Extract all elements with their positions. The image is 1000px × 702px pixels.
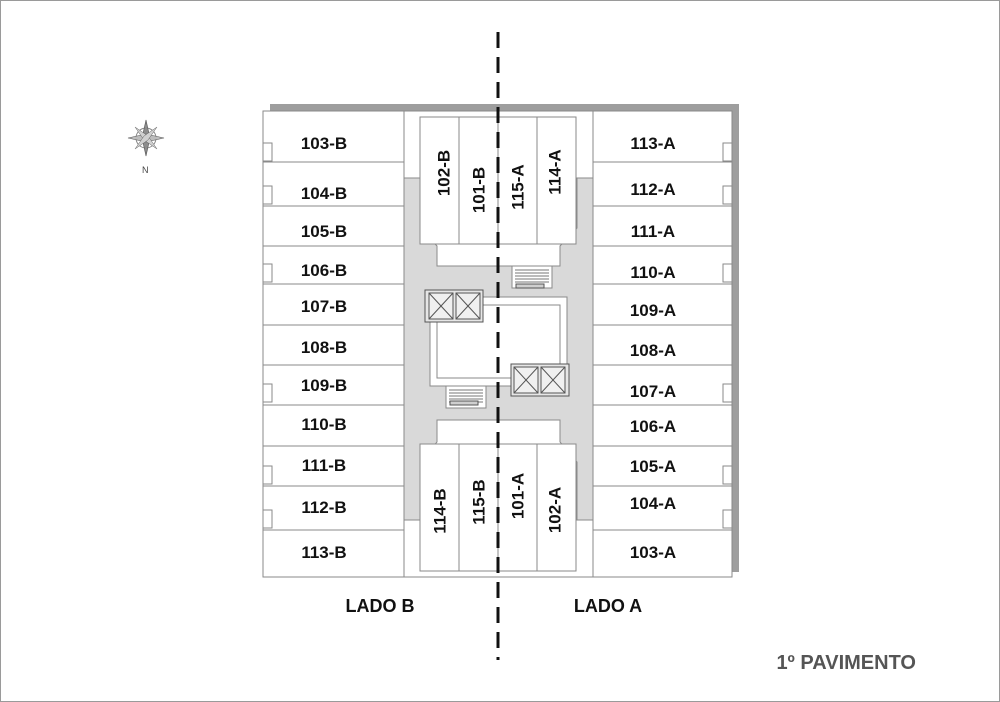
unit-label: 112-B (301, 498, 346, 517)
unit-label: 109-A (630, 301, 676, 320)
unit-label: 115-A (508, 164, 527, 209)
side-label-left: LADO B (346, 596, 415, 616)
unit-label: 110-B (301, 415, 346, 434)
unit-label: 102-B (434, 150, 453, 196)
unit-label: 111-A (631, 222, 675, 241)
unit-label: 104-A (630, 494, 676, 513)
unit-label: 110-A (630, 263, 675, 282)
unit-label: 101-A (508, 473, 527, 519)
unit-label: 107-B (301, 297, 347, 316)
lado-b-units (262, 111, 405, 577)
elevator-group-a (510, 363, 570, 397)
top-inner-units (419, 116, 577, 245)
stairs-a (511, 265, 553, 289)
unit-label: 106-A (630, 417, 676, 436)
lado-b-labels: 103-B 104-B 105-B 106-B 107-B 108-B 109-… (301, 134, 347, 562)
unit-label: 114-B (430, 488, 449, 533)
lado-a-units (592, 111, 733, 577)
unit-label: 108-A (630, 341, 676, 360)
unit-label: 109-B (301, 376, 347, 395)
unit-label: 111-B (302, 456, 346, 475)
unit-label: 102-A (545, 487, 564, 533)
unit-label: 114-A (545, 149, 564, 194)
unit-label: 105-A (630, 457, 676, 476)
unit-label: 105-B (301, 222, 347, 241)
top-inner-labels: 102-B 101-B 115-A 114-A (434, 149, 564, 213)
unit-label: 106-B (301, 261, 347, 280)
unit-label: 115-B (469, 479, 488, 524)
stairs-b (445, 385, 487, 409)
unit-label: 103-B (301, 134, 347, 153)
side-label-right: LADO A (574, 596, 642, 616)
compass-north-label: N (142, 165, 149, 175)
unit-label: 104-B (301, 184, 347, 203)
unit-label: 103-A (630, 543, 676, 562)
floor-title: 1º PAVIMENTO (776, 652, 916, 674)
unit-label: 113-B (301, 543, 346, 562)
bottom-inner-units (419, 443, 577, 572)
unit-label: 113-A (630, 134, 675, 153)
bottom-inner-labels: 114-B 115-B 101-A 102-A (430, 473, 564, 534)
unit-label: 101-B (469, 167, 488, 213)
unit-label: 112-A (630, 180, 675, 199)
elevator-group-b (424, 289, 484, 323)
unit-label: 108-B (301, 338, 347, 357)
lado-a-labels: 113-A 112-A 111-A 110-A 109-A 108-A 107-… (630, 134, 676, 562)
compass-icon (127, 119, 165, 157)
unit-label: 107-A (630, 382, 676, 401)
